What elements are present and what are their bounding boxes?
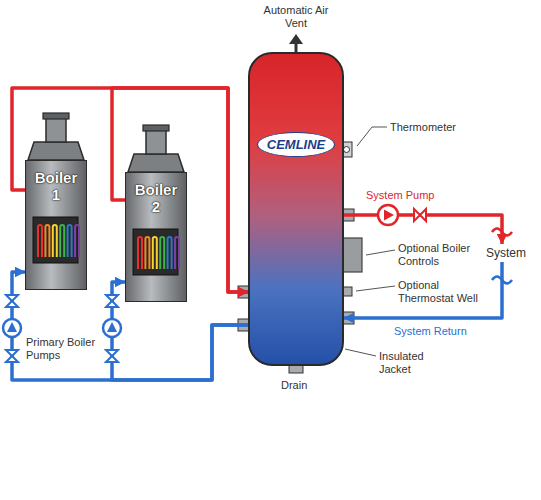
burner-coil (45, 225, 49, 257)
leader-line (366, 250, 395, 255)
storage-tank: CEMLINE (248, 52, 344, 366)
burner-coil (68, 225, 72, 257)
burner-coil (160, 237, 164, 269)
burner-coil (175, 237, 179, 269)
valve-symbol (106, 350, 118, 362)
flue-cap (143, 125, 169, 131)
pump-arrow (7, 322, 17, 332)
burner-coil (138, 237, 142, 269)
system-load: System (482, 244, 530, 262)
callout-label: Thermometer (390, 121, 480, 134)
callout-label: Drain (281, 379, 321, 392)
pump-symbol (3, 319, 21, 337)
pump-symbol (103, 319, 121, 337)
thermometer-dial (344, 147, 350, 153)
break-symbol (492, 229, 512, 236)
callout-label: Insulated Jacket (379, 350, 449, 376)
burner-box (133, 229, 178, 275)
break-symbol (492, 277, 512, 284)
callout-label: Primary Boiler Pumps (26, 336, 100, 362)
vent-arrow (289, 34, 303, 44)
burner-box (33, 217, 78, 263)
burner-coil (38, 225, 42, 257)
boiler-hood (28, 142, 84, 160)
pipe-label: System Return (392, 325, 469, 338)
valve-symbol (106, 295, 118, 307)
boiler: Boiler 2 (125, 172, 187, 302)
burner-coil (75, 225, 79, 257)
burner-coil (153, 237, 157, 269)
valve-symbol (6, 295, 18, 307)
burner-coil (60, 225, 64, 257)
node-label: Boiler 2 (132, 181, 180, 215)
pump-arrow (384, 210, 394, 221)
boiler: Boiler 1 (25, 160, 87, 290)
burner-coil (145, 237, 149, 269)
pump-arrow (107, 322, 117, 332)
valve-symbol (6, 350, 18, 362)
node-label: Boiler 1 (32, 169, 80, 203)
burner-coil (168, 237, 172, 269)
boiler-hood (128, 154, 184, 172)
callout-label: Optional Thermostat Well (398, 279, 482, 305)
leader-line (357, 127, 387, 146)
valve-symbol (414, 209, 426, 221)
callout-label: Automatic Air Vent (262, 4, 330, 30)
brand-logo: CEMLINE (257, 132, 336, 157)
boiler-flue (46, 118, 66, 142)
leader-line (356, 286, 395, 291)
burner-coil (53, 225, 57, 257)
flue-cap (43, 113, 69, 119)
boiler-controls-box (342, 238, 362, 272)
boiler-flue (146, 130, 166, 154)
node-label: System (486, 246, 526, 260)
pipe-connector (344, 262, 502, 318)
callout-label: Optional Boiler Controls (398, 242, 482, 268)
leader-line (345, 349, 376, 356)
pipe-label: System Pump (364, 189, 436, 202)
pump-symbol (378, 205, 398, 225)
